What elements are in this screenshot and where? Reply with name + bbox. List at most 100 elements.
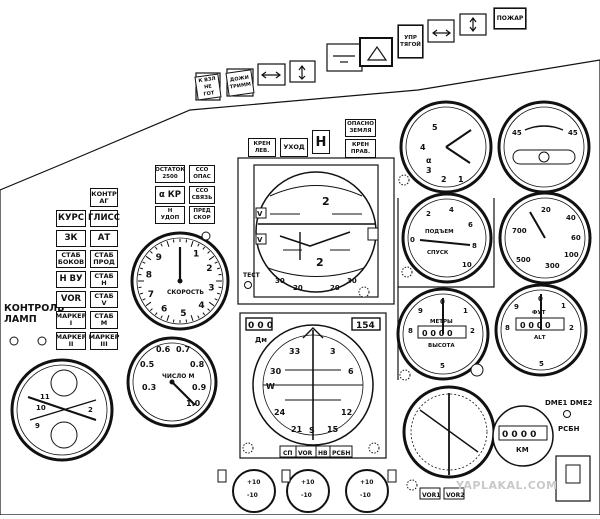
svg-text:W: W — [266, 382, 275, 391]
hsi-mode-rsbn[interactable]: РСБН — [332, 450, 350, 457]
panel-outline — [0, 59, 600, 516]
mode-kurs[interactable]: КУРС — [56, 210, 86, 227]
asi-tick-label: 5 — [180, 309, 186, 319]
asi-tick-mark — [139, 267, 144, 270]
asi-tick-mark — [207, 250, 211, 254]
asi-tick-mark — [202, 312, 206, 316]
thrust-control-button[interactable]: УПР ТЯГОЙ — [398, 25, 423, 58]
svg-text:2: 2 — [426, 210, 431, 218]
svg-text:+10: +10 — [247, 479, 260, 486]
svg-text:8: 8 — [408, 327, 413, 335]
asi-tick-mark — [216, 292, 221, 295]
mode-contr-ag[interactable]: КОНТР АГ — [90, 188, 118, 207]
svg-text:0: 0 — [410, 236, 415, 244]
svg-text:100: 100 — [564, 251, 579, 259]
adi-roll-30r: 30 — [347, 277, 357, 285]
svg-text:+10: +10 — [301, 479, 314, 486]
mode-stab-prod[interactable]: СТАБ ПРОД — [90, 250, 118, 268]
mode-vor[interactable]: VOR — [56, 291, 86, 308]
mode-marker-2[interactable]: МАРКЕР II — [55, 332, 87, 350]
svg-text:3: 3 — [330, 347, 336, 356]
asi-tick-mark — [149, 308, 153, 312]
asi-tick-mark — [190, 240, 194, 247]
svg-text:0: 0 — [538, 295, 543, 303]
asi-tick-mark — [172, 239, 175, 243]
fire-button[interactable]: ПОЖАР — [494, 8, 526, 29]
mode-at[interactable]: АТ — [90, 230, 118, 247]
hsi-mode-nv[interactable]: НВ — [318, 450, 328, 457]
alert-sso-opas: ССО ОПАС — [189, 165, 215, 183]
aoa-indicator: α 54 32 1 — [398, 100, 493, 194]
asi-tick-mark — [185, 319, 188, 323]
adi-test-label: ТЕСТ — [243, 272, 261, 279]
asi-tick-mark — [216, 267, 221, 270]
mode-stab-v[interactable]: СТАБ V — [90, 291, 118, 308]
dme-display: 0 0 0 0 КМ DME1 DME2 РСБН — [492, 399, 593, 467]
svg-text:5: 5 — [539, 360, 544, 368]
svg-text:4: 4 — [420, 143, 426, 152]
asi-tick-mark — [138, 286, 142, 289]
svg-text:0 0 0 0: 0 0 0 0 — [422, 329, 453, 338]
mode-n-vu[interactable]: Н ВУ — [56, 271, 86, 288]
mode-marker-3[interactable]: МАРКЕР III — [88, 332, 120, 350]
dme2-label: DME2 — [570, 399, 593, 407]
asi-tick-mark — [208, 301, 215, 307]
mode-stab-n[interactable]: СТАБ Н — [90, 271, 118, 288]
hsi-mode-vor[interactable]: VOR — [298, 450, 313, 457]
svg-text:10: 10 — [36, 404, 46, 412]
svg-text:8: 8 — [472, 242, 477, 250]
svg-text:V: V — [257, 210, 263, 218]
svg-text:21: 21 — [291, 425, 303, 434]
svg-text:9: 9 — [35, 422, 40, 430]
asi-tick-mark — [218, 273, 222, 276]
asi-tick-mark — [208, 255, 215, 261]
km-label: КМ — [516, 446, 529, 454]
asi-tick-mark — [185, 239, 188, 243]
bottom-gauges: -10-10-10 +10+10+10 — [217, 469, 397, 513]
alert-kren-lev: КРЕН ЛЕВ. — [248, 138, 276, 157]
vor1-label[interactable]: VOR1 — [422, 492, 440, 499]
svg-text:300: 300 — [545, 262, 560, 270]
svg-text:3: 3 — [426, 166, 432, 175]
trim-button[interactable]: ДОЖИ ТРИММ — [225, 69, 255, 97]
asi-tick-mark — [214, 298, 218, 301]
aoa-label: α — [426, 156, 432, 165]
vor2-label[interactable]: VOR2 — [446, 492, 464, 499]
svg-text:2: 2 — [441, 175, 447, 184]
not-ready-takeoff-button[interactable]: К ВЗЛ НЕ ГОТ — [194, 73, 222, 101]
vertical-speed-indicator: ПОДЪЕМ СПУСК 02 46 810 — [401, 192, 493, 284]
altimeter-label: МЕТРЫ — [430, 319, 453, 325]
asi-tick-mark — [197, 315, 200, 319]
svg-text:700: 700 — [512, 227, 527, 235]
mode-zk[interactable]: ЗК — [56, 230, 86, 247]
mode-stab-bokov[interactable]: СТАБ БОКОВ — [56, 250, 86, 268]
svg-text:1: 1 — [561, 302, 566, 310]
asi-tick-mark — [139, 292, 144, 295]
svg-text:1: 1 — [463, 307, 468, 315]
asi-tick-label: 7 — [148, 290, 154, 300]
asi-tick-mark — [197, 243, 200, 247]
watermark-text: YAPLAKAL.COM — [456, 479, 558, 492]
alert-alpha-kr: α КР — [155, 186, 185, 204]
hsi-counter-left: 0 0 0 — [248, 321, 273, 331]
radio-compass: VOR1 VOR2 — [402, 385, 496, 500]
mode-stab-m[interactable]: СТАБ М — [90, 311, 118, 329]
mode-marker-1[interactable]: МАРКЕР I — [55, 311, 87, 329]
mode-gliss[interactable]: ГЛИСС — [88, 210, 120, 227]
svg-text:0.9: 0.9 — [192, 383, 207, 392]
svg-text:4: 4 — [449, 206, 454, 214]
adi-attitude-indicator: 2 2 30 20 20 30 ТЕСТ — [243, 171, 377, 298]
svg-text:V: V — [257, 236, 263, 244]
alert-pred-skor: ПРЕД СКОР — [189, 206, 215, 224]
svg-text:0: 0 — [440, 298, 445, 306]
asi-tick-mark — [202, 246, 206, 250]
hsi-mode-sp[interactable]: СП — [283, 450, 292, 457]
svg-text:S: S — [309, 426, 315, 435]
svg-text:0.8: 0.8 — [190, 360, 205, 369]
alert-h: Н — [312, 130, 330, 154]
asi-tick-label: 1 — [193, 249, 199, 259]
